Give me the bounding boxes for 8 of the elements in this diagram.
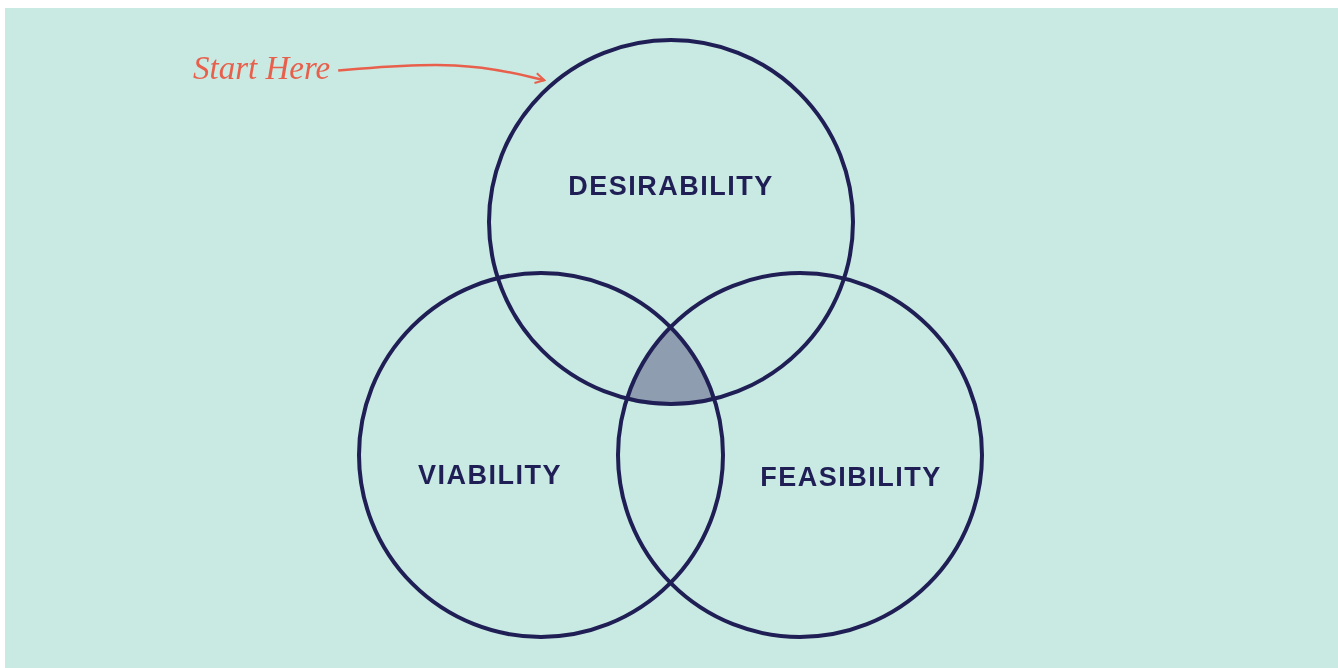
circle-label: FEASIBILITY: [760, 461, 942, 493]
venn-circle: [357, 271, 725, 639]
circle-label: DESIRABILITY: [568, 170, 774, 202]
start-note: Start Here: [193, 50, 331, 87]
curved-arrow: [338, 63, 546, 85]
venn-circle: [487, 38, 855, 406]
circle-label: VIABILITY: [418, 459, 562, 491]
venn-circle: [616, 271, 984, 639]
